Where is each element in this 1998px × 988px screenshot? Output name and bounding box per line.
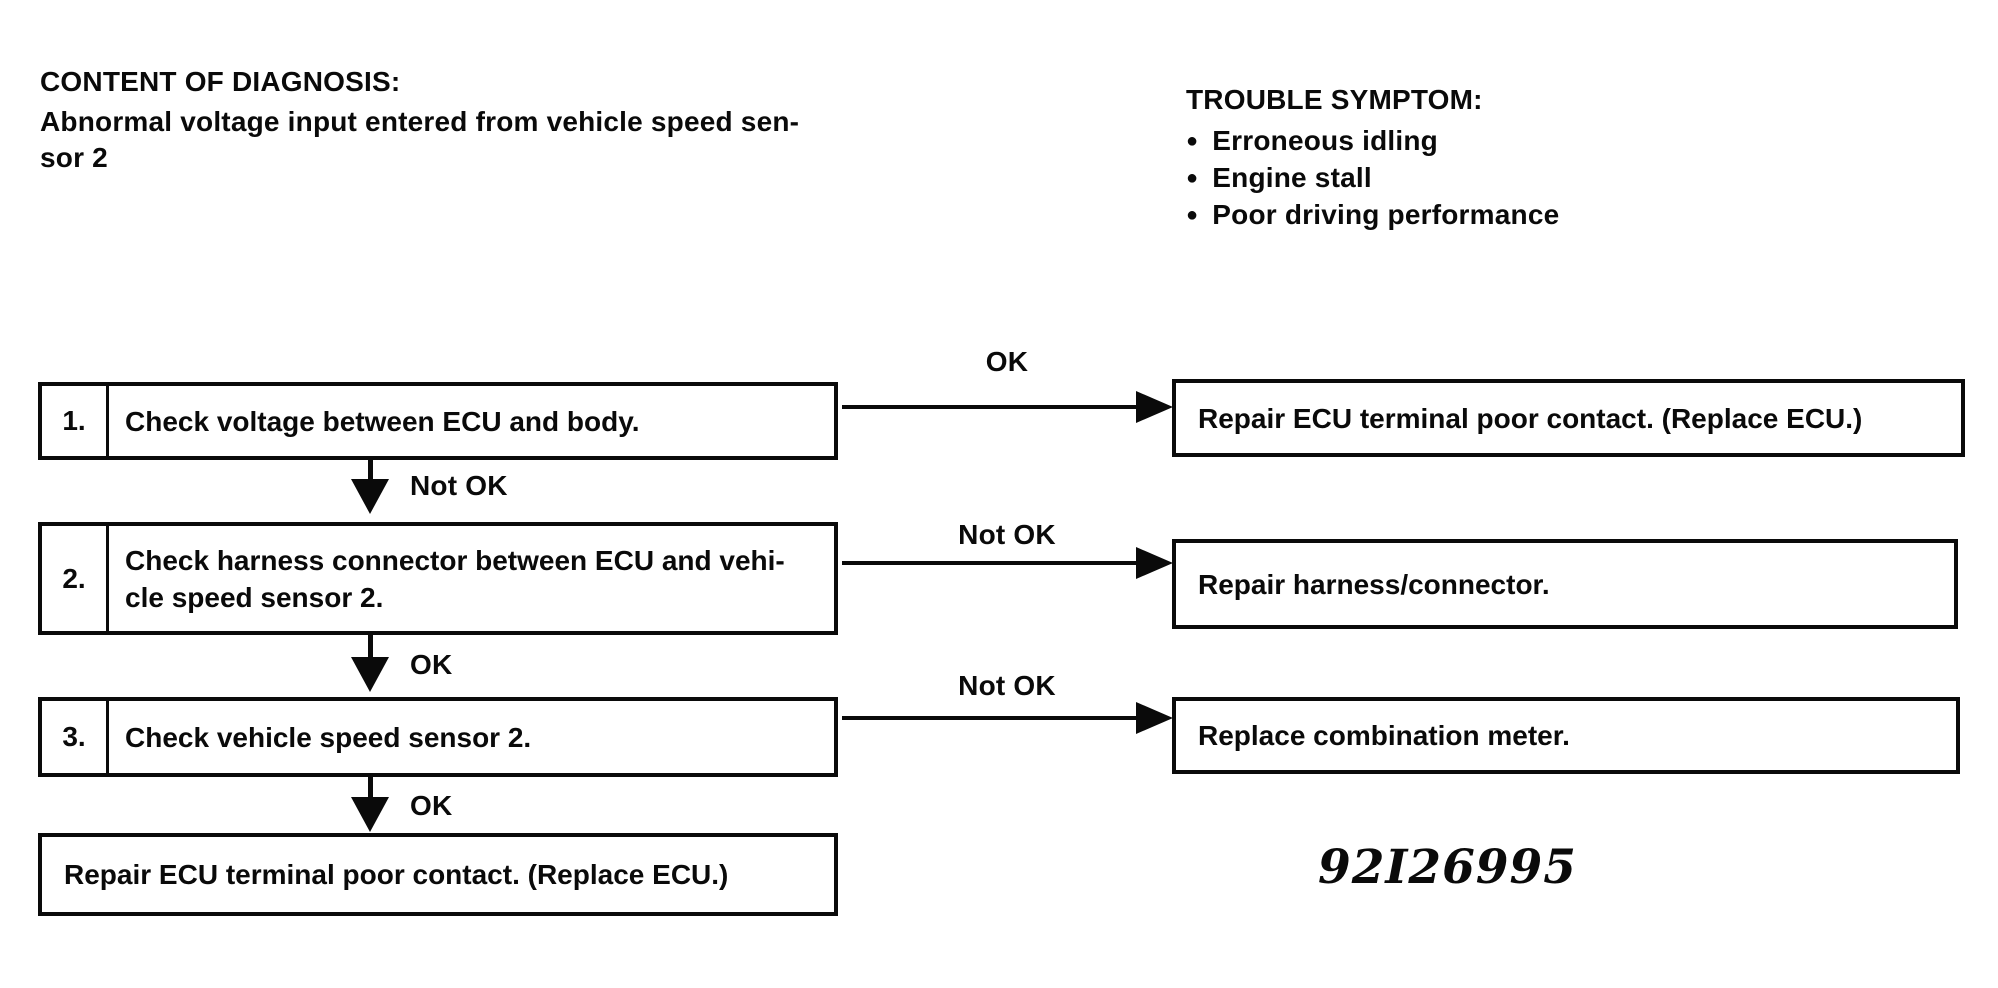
symptom-label: Erroneous idling — [1212, 124, 1438, 156]
result-text: Repair ECU terminal poor contact. (Repla… — [1176, 383, 1872, 453]
right-arrow-3-head-icon — [1136, 702, 1173, 734]
right-arrow-1-head-icon — [1136, 391, 1173, 423]
down-arrow-3-shaft — [368, 777, 373, 798]
result-text-line: Repair ECU terminal poor contact. (Repla… — [64, 859, 729, 890]
right-arrow-2-shaft — [842, 561, 1138, 565]
bullet-icon: ● — [1186, 204, 1199, 226]
right-arrow-3-shaft — [842, 716, 1138, 720]
figure-code: 92I26995 — [1318, 840, 1577, 895]
result-text-line: Repair harness/connector. — [1198, 568, 1550, 600]
result-box-3: Replace combination meter. — [1172, 697, 1960, 774]
result-text: Repair ECU terminal poor contact. (Repla… — [42, 837, 738, 912]
result-box-2: Repair harness/connector. — [1172, 539, 1958, 629]
down-arrow-1-shaft — [368, 460, 373, 480]
diagnosis-body: Abnormal voltage input entered from vehi… — [40, 104, 799, 176]
down-arrow-2-head-icon — [351, 657, 389, 692]
symptom-item: ● Engine stall — [1186, 159, 1559, 196]
symptom-label: Poor driving performance — [1212, 198, 1560, 230]
diagnosis-body-line: sor 2 — [40, 142, 108, 173]
bullet-icon: ● — [1186, 130, 1199, 152]
diagnosis-title: CONTENT OF DIAGNOSIS: — [40, 66, 401, 97]
step-text: Check vehicle speed sensor 2. — [109, 701, 541, 773]
flow-step-1-box: 1. Check voltage between ECU and body. — [38, 382, 838, 460]
right-arrow-1-shaft — [842, 405, 1138, 409]
down-arrow-1-label: Not OK — [410, 470, 508, 501]
trouble-symptom-list: ● Erroneous idling ● Engine stall ● Poor… — [1186, 122, 1559, 233]
bullet-icon: ● — [1186, 167, 1199, 189]
result-text: Replace combination meter. — [1176, 701, 1580, 770]
symptom-item: ● Poor driving performance — [1186, 196, 1559, 233]
symptom-label: Engine stall — [1212, 161, 1372, 193]
down-arrow-2-label: OK — [410, 649, 453, 680]
flow-step-2-box: 2. Check harness connector between ECU a… — [38, 522, 838, 635]
down-arrow-2-shaft — [368, 635, 373, 658]
step-text-line: Check harness connector between ECU and … — [125, 544, 785, 576]
flow-step-3-box: 3. Check vehicle speed sensor 2. — [38, 697, 838, 777]
down-arrow-3-head-icon — [351, 797, 389, 832]
result-box-1: Repair ECU terminal poor contact. (Repla… — [1172, 379, 1965, 457]
final-result-box: Repair ECU terminal poor contact. (Repla… — [38, 833, 838, 916]
down-arrow-3-label: OK — [410, 790, 453, 821]
step-text-line: Check voltage between ECU and body. — [125, 405, 640, 437]
step-text-line: Check vehicle speed sensor 2. — [125, 721, 532, 753]
right-arrow-3-label: Not OK — [958, 670, 1056, 701]
step-text: Check harness connector between ECU and … — [109, 526, 795, 631]
step-text-line: cle speed sensor 2. — [125, 581, 384, 613]
step-number: 2. — [42, 526, 109, 631]
result-text-line: Replace combination meter. — [1198, 720, 1570, 751]
step-number: 1. — [42, 386, 109, 456]
down-arrow-1-head-icon — [351, 479, 389, 514]
right-arrow-1-label: OK — [985, 346, 1029, 377]
trouble-symptom-title: TROUBLE SYMPTOM: — [1186, 84, 1483, 115]
result-text-line: Repair ECU terminal poor contact. (Repla… — [1198, 402, 1863, 434]
right-arrow-2-head-icon — [1136, 547, 1173, 579]
step-number: 3. — [42, 701, 109, 773]
symptom-item: ● Erroneous idling — [1186, 122, 1559, 159]
diagnosis-body-line: Abnormal voltage input entered from vehi… — [40, 106, 800, 137]
step-text: Check voltage between ECU and body. — [109, 386, 649, 456]
right-arrow-2-label: Not OK — [958, 519, 1056, 550]
result-text: Repair harness/connector. — [1176, 543, 1560, 625]
